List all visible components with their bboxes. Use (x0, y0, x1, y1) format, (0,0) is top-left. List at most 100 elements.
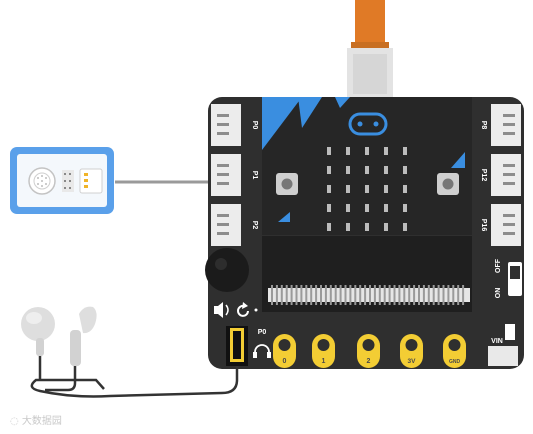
led-pixel (327, 185, 331, 193)
led-pixel (384, 223, 388, 231)
earphone-right (70, 306, 97, 366)
led-pixel (403, 166, 407, 174)
pad-2-label: 2 (367, 358, 371, 365)
button-b[interactable] (437, 173, 459, 195)
edge-pin (305, 285, 308, 305)
led-pixel (365, 185, 369, 193)
pad-gnd: GND (443, 334, 466, 368)
edge-pin (359, 285, 362, 305)
edge-pin (315, 285, 318, 305)
led-pixel (346, 204, 350, 212)
edge-pin (418, 285, 420, 305)
earphone-cable (30, 342, 239, 398)
edge-pin (290, 285, 293, 305)
edge-pin (427, 285, 430, 305)
power-switch[interactable] (508, 262, 522, 296)
microbit-logo-icon (348, 112, 388, 136)
right-connector-p12: P12 (480, 154, 521, 196)
pad-0-label: 0 (283, 358, 287, 365)
edge-pin (320, 285, 322, 305)
pad-gnd-label: GND (449, 359, 461, 365)
edge-pin (300, 285, 303, 305)
edge-pin (437, 285, 440, 305)
pad-3v-label: 3V (408, 358, 417, 365)
led-pixel (403, 204, 407, 212)
wechat-icon: ◌ (10, 416, 19, 427)
edge-pin (275, 285, 278, 305)
edge-pin (408, 285, 411, 305)
watermark: ◌ 大数据园 (10, 412, 62, 427)
led-pixel (365, 223, 369, 231)
edge-pin (364, 285, 367, 305)
led-pixel (327, 147, 331, 155)
expansion-board (205, 97, 524, 369)
pad-1-label: 1 (322, 358, 326, 365)
label-p12: P12 (480, 169, 487, 182)
usb-cable (347, 0, 393, 100)
edge-connector-pins (271, 285, 465, 305)
label-p16: P16 (480, 219, 487, 232)
right-connector-p16: P16 (480, 204, 521, 246)
switch-on-label: ON (495, 288, 502, 299)
led-pixel (346, 166, 350, 174)
edge-pin (310, 285, 313, 305)
edge-pin (452, 285, 455, 305)
edge-pin (422, 285, 425, 305)
blue-triangle-left (278, 212, 290, 222)
edge-pin (378, 285, 381, 305)
edge-pin (447, 285, 450, 305)
blue-triangle-right (451, 152, 465, 168)
vin-label: VIN (491, 338, 503, 345)
edge-pin (457, 285, 460, 305)
led-pixel (384, 204, 388, 212)
edge-pin (271, 285, 273, 305)
led-pixel (403, 223, 407, 231)
led-pixel (346, 147, 350, 155)
pad-2: 2 (357, 334, 380, 368)
edge-pin (295, 285, 298, 305)
led-pixel (327, 204, 331, 212)
edge-pin (393, 285, 396, 305)
led-pixel (346, 223, 350, 231)
label-p0: P0 (251, 121, 258, 130)
pad-3v: 3V (400, 334, 423, 368)
vin-connector (488, 324, 518, 366)
left-connector-p2: P2 (211, 204, 258, 246)
left-connector-p0: P0 (211, 104, 258, 146)
right-connector-p8: P8 (480, 104, 521, 146)
edge-pin (388, 285, 391, 305)
led-pixel (384, 147, 388, 155)
edge-pin (324, 285, 327, 305)
edge-pin (285, 285, 288, 305)
label-p1: P1 (251, 171, 258, 180)
led-pixel (384, 166, 388, 174)
button-a[interactable] (276, 173, 298, 195)
led-pixel (384, 185, 388, 193)
edge-pin (369, 285, 371, 305)
headphone-icon (253, 344, 271, 358)
edge-pin (383, 285, 386, 305)
pad-0: 0 (273, 334, 296, 368)
edge-pin (432, 285, 435, 305)
pad-1: 1 (312, 334, 335, 368)
edge-pin (398, 285, 401, 305)
edge-pin (403, 285, 406, 305)
led-pixel (365, 147, 369, 155)
edge-pin (344, 285, 347, 305)
led-pixel (346, 185, 350, 193)
edge-pin (413, 285, 416, 305)
blue-mark-top (335, 97, 350, 108)
blue-slash-top (298, 97, 322, 128)
led-pixel (403, 147, 407, 155)
edge-pin (329, 285, 332, 305)
watermark-text: 大数据园 (21, 416, 62, 427)
buzzer (205, 248, 249, 292)
earphone-left (21, 307, 55, 356)
switch-off-label: OFF (495, 258, 502, 273)
jack-label: P0 (258, 329, 267, 336)
edge-pin (349, 285, 352, 305)
edge-pin (334, 285, 337, 305)
led-pixel (327, 223, 331, 231)
led-pixel (327, 166, 331, 174)
speaker-wave-icon (214, 302, 229, 318)
